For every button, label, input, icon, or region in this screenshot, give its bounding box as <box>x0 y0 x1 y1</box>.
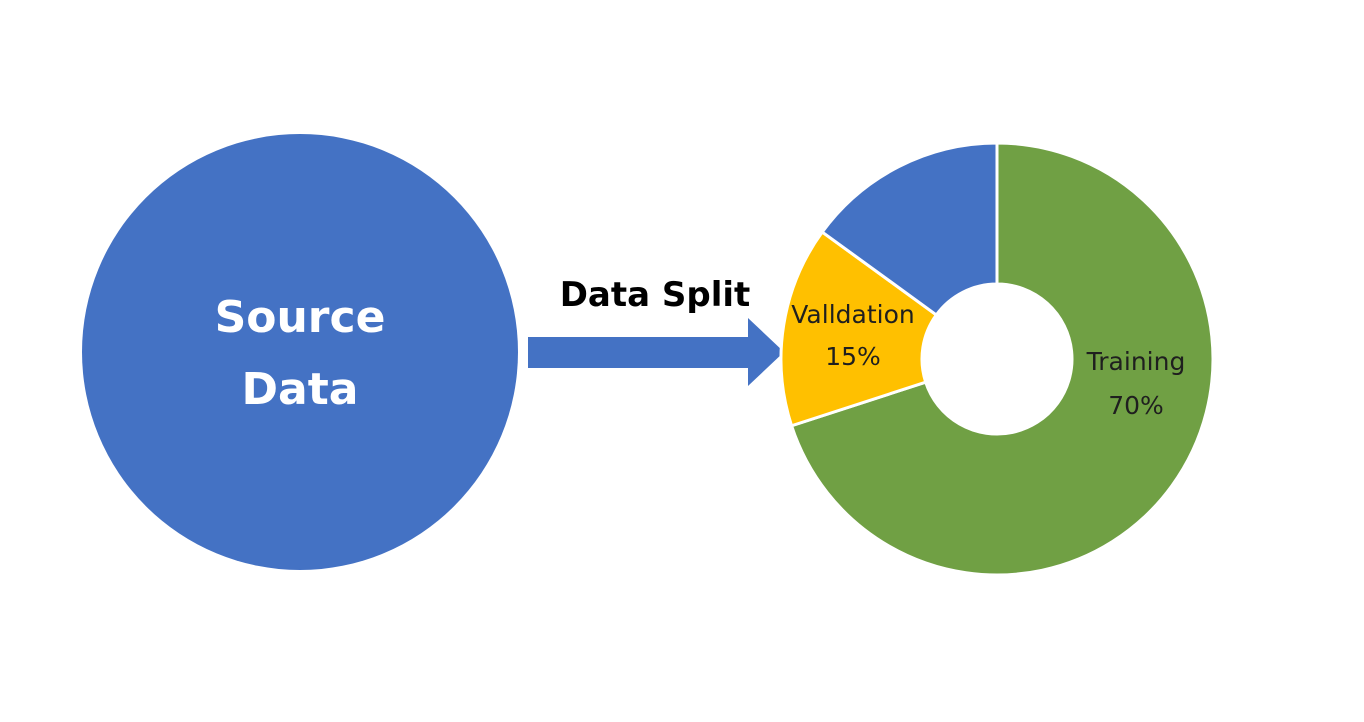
source-data-label-line1: Source <box>215 292 386 343</box>
source-data-node: Source Data <box>82 134 518 570</box>
slice-validation <box>820 141 999 318</box>
slice-value-validation: 15% <box>825 342 881 371</box>
source-data-label-line2: Data <box>242 364 359 415</box>
slice-label-validation: Valldation <box>791 300 914 329</box>
arrow-icon <box>528 318 784 386</box>
data-split-label: Data Split <box>560 275 751 315</box>
data-split-arrow: Data Split <box>528 275 784 386</box>
slice-label-training: Training <box>1086 347 1186 376</box>
slice-testing <box>779 229 939 428</box>
slice-value-training: 70% <box>1108 391 1164 420</box>
source-data-circle <box>82 134 518 570</box>
slice-training <box>789 141 1215 577</box>
